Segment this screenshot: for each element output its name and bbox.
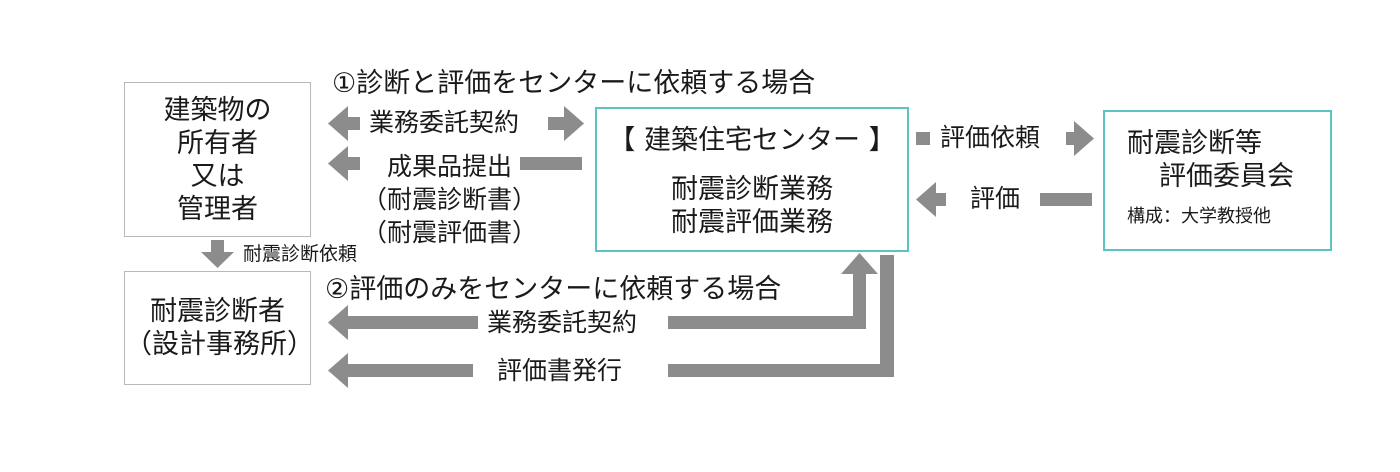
case2-heading: ②評価のみをセンターに依頼する場合 <box>325 274 782 305</box>
diagnostician-line: 耐震診断者 <box>150 296 285 327</box>
evaluation-issue-label: 評価書発行 <box>497 356 623 385</box>
evaluation-issue-arrow <box>328 255 894 388</box>
contract-double-arrow <box>328 106 584 141</box>
owner-line: 建築物の <box>163 95 272 126</box>
evaluation-label: 評価 <box>970 184 1021 213</box>
diagnostician-box: 耐震診断者 （設計事務所） <box>124 271 314 385</box>
report-submit-arrow <box>328 146 582 181</box>
center-title: 【 建築住宅センター 】 <box>608 125 896 156</box>
owner-box: 建築物の 所有者 又は 管理者 <box>124 82 311 237</box>
owner-line: 又は <box>190 161 245 192</box>
center-service: 耐震評価業務 <box>671 207 833 238</box>
contract-label: 業務委託契約 <box>369 108 520 137</box>
case2-contract-arrow <box>328 253 878 340</box>
evaluation-request-arrow <box>916 121 1094 156</box>
report-submit-line: （耐震診断書） <box>362 185 538 214</box>
report-submit-line: 成果品提出 <box>387 152 513 181</box>
report-submit-line: （耐震評価書） <box>362 218 538 247</box>
committee-line1: 耐震診断等 <box>1127 128 1262 159</box>
owner-line: 所有者 <box>177 128 258 159</box>
seismic-request-arrow <box>201 240 234 268</box>
committee-box: 耐震診断等 評価委員会 構成：大学教授他 <box>1103 110 1332 251</box>
center-service: 耐震診断業務 <box>671 174 833 205</box>
evaluation-return-arrow <box>916 182 1092 217</box>
owner-line: 管理者 <box>177 194 258 225</box>
case1-heading: ①診断と評価をセンターに依頼する場合 <box>332 68 816 99</box>
report-submit-label: 成果品提出 （耐震診断書） （耐震評価書） <box>362 150 537 249</box>
case2-contract-label: 業務委託契約 <box>487 308 638 337</box>
evaluation-request-label: 評価依頼 <box>940 123 1041 152</box>
committee-line2: 評価委員会 <box>1159 161 1294 192</box>
seismic-request-label: 耐震診断依頼 <box>243 243 358 265</box>
committee-composition: 構成：大学教授他 <box>1127 206 1271 227</box>
diagnostician-line: （設計事務所） <box>125 329 314 360</box>
center-box: 【 建築住宅センター 】 耐震診断業務 耐震評価業務 <box>595 107 909 252</box>
